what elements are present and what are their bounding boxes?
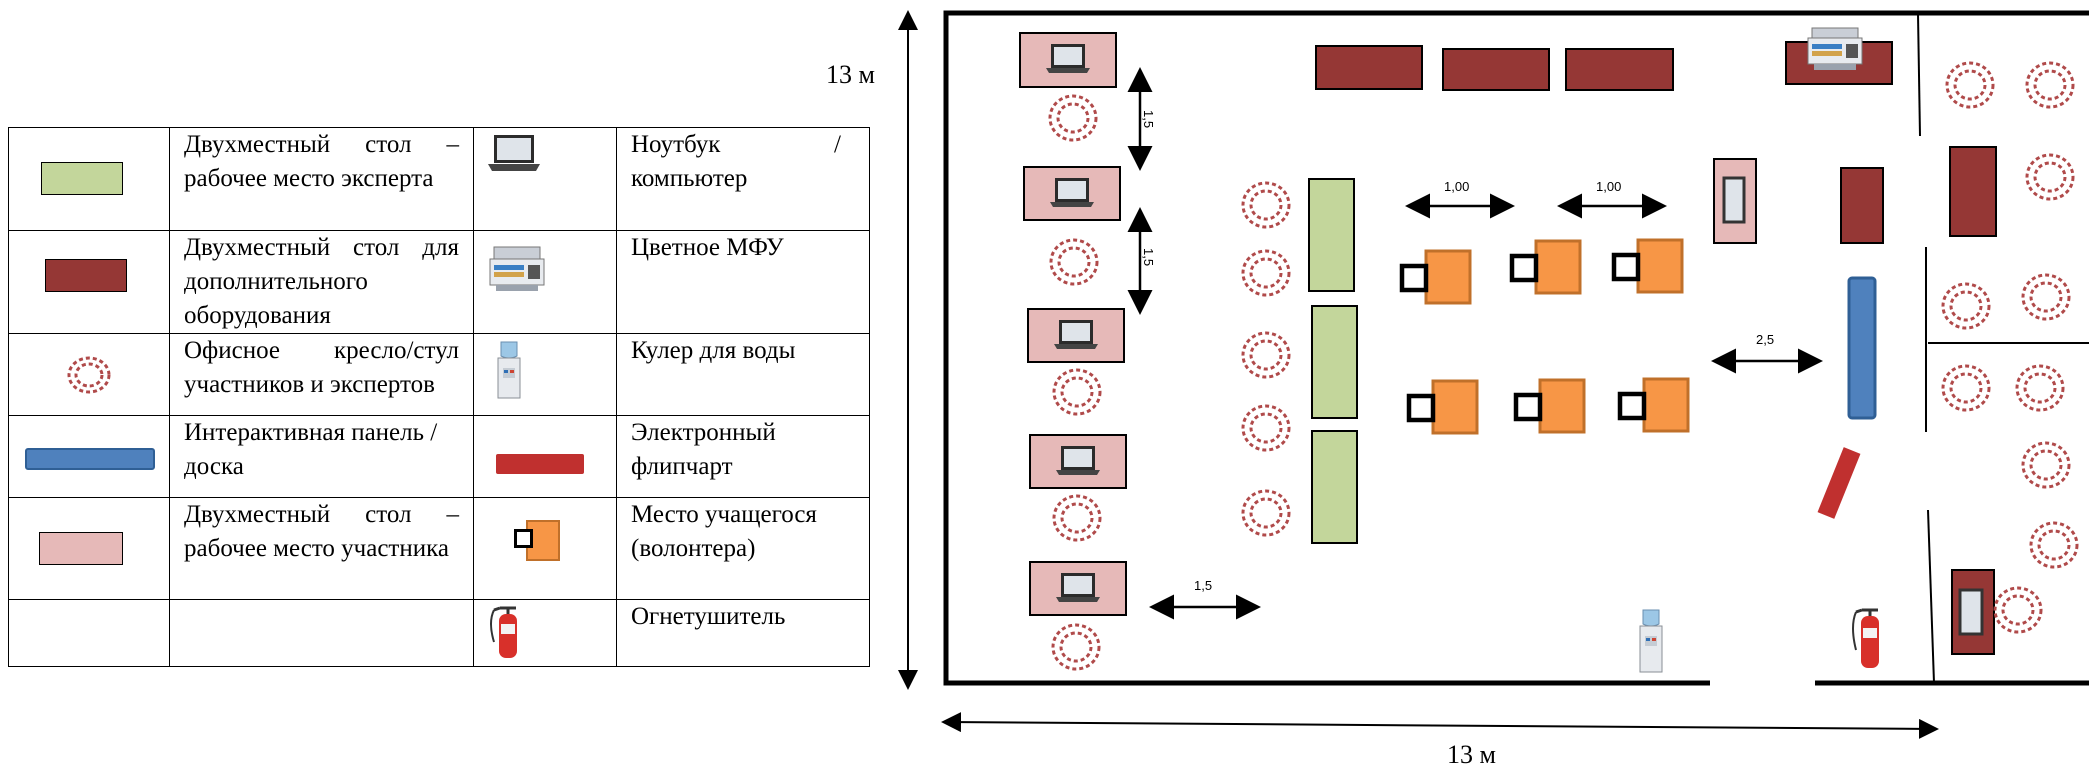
legend-table: Двухместный стол – рабочее место эксперт… bbox=[8, 127, 870, 667]
room-walls bbox=[943, 10, 2089, 686]
fire-extinguisher-icon bbox=[490, 606, 517, 658]
legend-label: Двухместный стол – рабочее место участни… bbox=[184, 501, 459, 562]
legend-label: Двухместный стол для дополнительного обо… bbox=[184, 234, 459, 329]
interactive-panel bbox=[1847, 276, 1877, 420]
dim-label-2: 1,5 bbox=[1141, 248, 1156, 267]
width-dimension-arrow bbox=[941, 712, 1939, 739]
expert-chairs bbox=[1241, 181, 1291, 537]
legend-label-cell: Двухместный стол – рабочее место участни… bbox=[169, 497, 474, 600]
legend-symbol-cell bbox=[473, 599, 617, 667]
laptop-icon bbox=[488, 135, 540, 171]
dim-label-6: 1,5 bbox=[1194, 578, 1213, 593]
legend-label-cell: Двухместный стол – рабочее место эксперт… bbox=[169, 127, 474, 231]
legend-symbol-cell bbox=[8, 497, 170, 600]
legend-label: Офисное кресло/стул участников и эксперт… bbox=[184, 337, 459, 398]
legend-label-cell: Кулер для воды bbox=[616, 333, 870, 416]
legend-symbol-cell bbox=[473, 415, 617, 498]
expert-table-icon bbox=[41, 162, 123, 195]
legend-symbol-cell bbox=[473, 230, 617, 334]
flipchart-icon bbox=[496, 454, 584, 474]
height-label: 13 м bbox=[826, 60, 875, 89]
equipment-tables bbox=[1315, 41, 1997, 244]
water-cooler-icon bbox=[497, 341, 521, 399]
legend-label: Огнетушитель bbox=[631, 603, 786, 630]
legend-row: Двухместный стол – рабочее место эксперт… bbox=[8, 127, 870, 231]
monitor-table-1 bbox=[1713, 158, 1757, 244]
student-seats bbox=[1402, 240, 1688, 433]
legend-row: Интерактивная панель / доска Электронный… bbox=[8, 415, 870, 498]
legend-label-cell: Место учащегося (волонтера) bbox=[616, 497, 870, 600]
legend-symbol-cell bbox=[8, 599, 170, 667]
legend-row: Двухместный стол для дополнительного обо… bbox=[8, 230, 870, 334]
legend-label: Кулер для воды bbox=[631, 337, 796, 364]
legend-label-cell: Цветное МФУ bbox=[616, 230, 870, 334]
legend-label: Цветное МФУ bbox=[631, 234, 784, 261]
expert-tables bbox=[1308, 178, 1358, 544]
legend-symbol-cell bbox=[473, 127, 617, 231]
office-chair-icon bbox=[67, 356, 111, 394]
mfp-printer bbox=[1807, 27, 1863, 70]
equipment-table-icon bbox=[45, 259, 127, 292]
legend-label: Интерактивная панель / доска bbox=[184, 419, 438, 480]
legend-row: Офисное кресло/стул участников и эксперт… bbox=[8, 333, 870, 416]
legend-symbol-cell bbox=[8, 127, 170, 231]
legend-label-cell: Огнетушитель bbox=[616, 599, 870, 667]
water-cooler bbox=[1639, 609, 1663, 673]
legend-symbol-cell bbox=[473, 333, 617, 416]
interactive-panel-icon bbox=[25, 448, 155, 470]
width-label: 13 м bbox=[1447, 740, 1496, 769]
legend-row: Двухместный стол – рабочее место участни… bbox=[8, 497, 870, 600]
dim-label-5: 2,5 bbox=[1756, 332, 1775, 347]
mfp-printer-icon bbox=[489, 246, 545, 291]
legend-label-cell: Офисное кресло/стул участников и эксперт… bbox=[169, 333, 474, 416]
dim-label-4: 1,00 bbox=[1596, 179, 1622, 194]
dim-label-3: 1,00 bbox=[1444, 179, 1470, 194]
monitor-table-2 bbox=[1951, 569, 1995, 655]
legend-label: Ноутбук / компьютер bbox=[617, 128, 869, 196]
flipchart bbox=[1817, 447, 1861, 519]
legend-label-cell bbox=[169, 599, 474, 667]
legend-label-cell: Двухместный стол для дополнительного обо… bbox=[169, 230, 474, 334]
legend-label: Электронный флипчарт bbox=[631, 419, 776, 480]
legend-row: Огнетушитель bbox=[8, 599, 870, 667]
participant-table-icon bbox=[39, 532, 123, 565]
legend-label: Двухместный стол – рабочее место эксперт… bbox=[184, 131, 459, 192]
legend-label-cell: Интерактивная панель / доска bbox=[169, 415, 474, 498]
legend-symbol-cell bbox=[473, 497, 617, 600]
student-chair-icon bbox=[514, 529, 533, 548]
fire-extinguisher bbox=[1852, 608, 1879, 668]
legend-label-text: Ноутбук / компьютер bbox=[631, 131, 841, 192]
dim-label-1: 1,5 bbox=[1141, 110, 1156, 129]
legend-label: Место учащегося (волонтера) bbox=[631, 501, 817, 562]
